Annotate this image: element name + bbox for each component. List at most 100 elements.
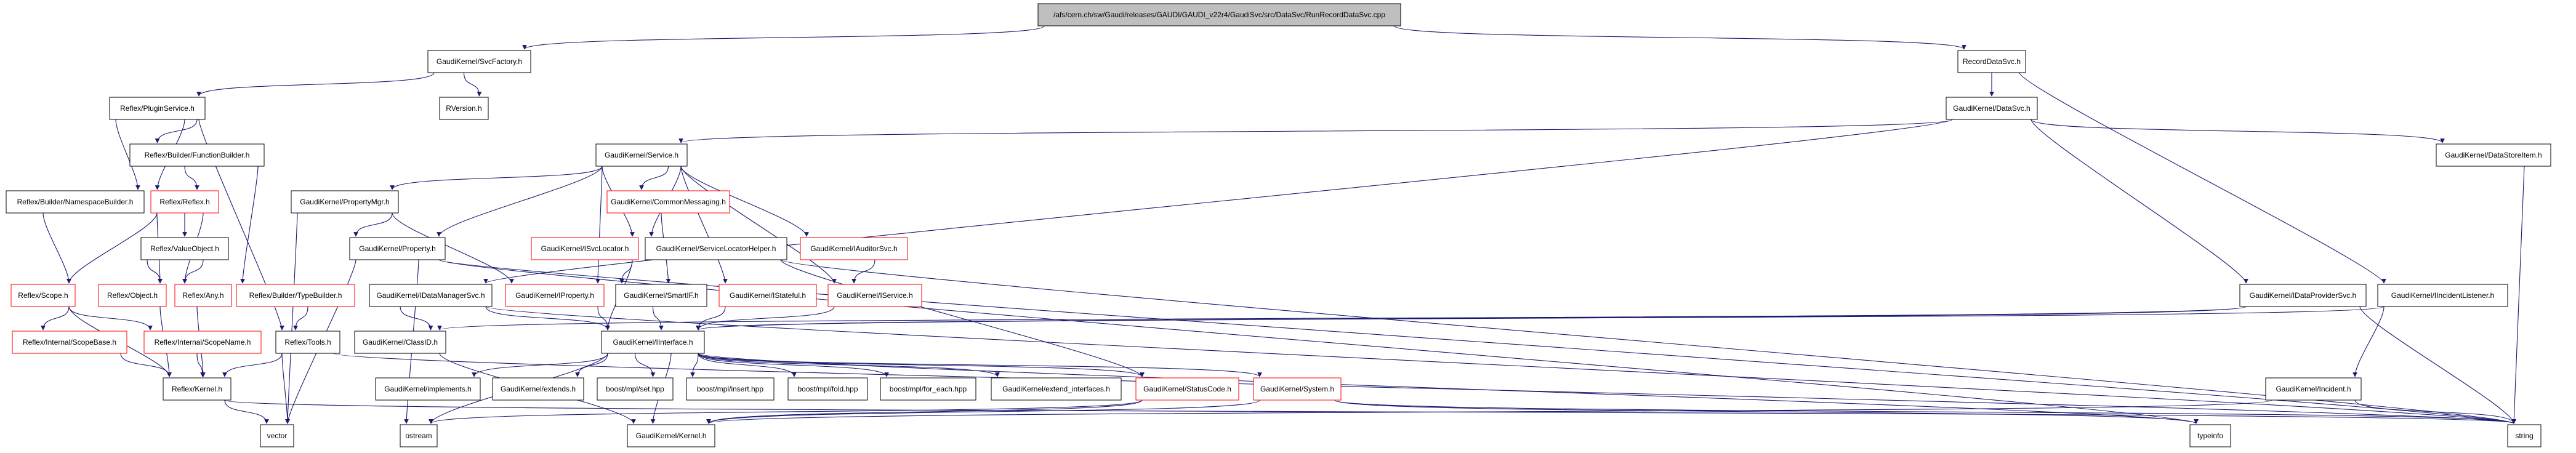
graph-node-system[interactable]: GaudiKernel/System.h xyxy=(1253,377,1342,401)
graph-node-typebuilder: Reflex/Builder/TypeBuilder.h xyxy=(236,284,355,307)
graph-node-extend_interfaces[interactable]: GaudiKernel/extend_interfaces.h xyxy=(991,377,1122,401)
graph-node-istateful[interactable]: GaudiKernel/IStateful.h xyxy=(718,284,817,307)
graph-node-classid[interactable]: GaudiKernel/ClassID.h xyxy=(354,331,446,354)
graph-node-label: Reflex/PluginService.h xyxy=(120,104,195,113)
graph-edge-namespacebuilder-scope xyxy=(42,212,71,284)
graph-node-label: string xyxy=(2515,431,2533,440)
graph-edge-iincidentlistener-iinterface xyxy=(696,306,2385,331)
graph-edge-iinterface-mpl_foreach xyxy=(698,353,889,377)
graph-node-iinterface[interactable]: GaudiKernel/IInterface.h xyxy=(601,331,705,354)
graph-edge-iincidentlistener-incident xyxy=(2353,306,2385,377)
graph-edge-typebuilder-tools xyxy=(293,306,308,331)
graph-edge-functionbuilder-reflex xyxy=(184,166,199,190)
graph-node-iproperty[interactable]: GaudiKernel/IProperty.h xyxy=(505,284,605,307)
graph-edge-scope-scopename xyxy=(68,306,153,331)
graph-node-implements[interactable]: GaudiKernel/implements.h xyxy=(375,377,481,401)
graph-edge-pluginservice-namespacebuilder xyxy=(115,119,140,190)
graph-node-label: Reflex/Any.h xyxy=(182,291,223,300)
graph-node-smartif[interactable]: GaudiKernel/SmartIF.h xyxy=(615,284,707,307)
graph-edge-iinterface-typeinfo xyxy=(698,353,2199,424)
graph-node-any: Reflex/Any.h xyxy=(174,284,232,307)
graph-node-tools: Reflex/Tools.h xyxy=(275,331,340,354)
graph-edge-valueobject-object xyxy=(147,259,163,284)
graph-edge-svcfactory-rversion xyxy=(463,72,482,97)
graph-node-recorddatasvc[interactable]: RecordDataSvc.h xyxy=(1957,50,2026,73)
graph-edge-tools-string xyxy=(333,353,2516,424)
graph-edge-service-iservice xyxy=(680,166,837,284)
graph-node-label: Reflex/ValueObject.h xyxy=(150,244,219,253)
graph-node-label: GaudiKernel/PropertyMgr.h xyxy=(300,198,389,206)
graph-node-mpl_set: boost/mpl/set.hpp xyxy=(597,377,674,401)
graph-node-iincidentlistener[interactable]: GaudiKernel/IIncidentListener.h xyxy=(2377,284,2508,307)
graph-edge-iinterface-mpl_insert xyxy=(690,353,699,377)
graph-edge-tools-reflexkernel xyxy=(222,353,283,377)
graph-node-label: GaudiKernel/ServiceLocatorHelper.h xyxy=(656,244,776,253)
graph-edge-property-typeinfo xyxy=(438,259,2199,424)
graph-node-label: GaudiKernel/IInterface.h xyxy=(613,338,693,347)
graph-edge-recorddatasvc-iincidentlistener xyxy=(2019,72,2386,284)
graph-node-label: GaudiKernel/Kernel.h xyxy=(636,431,707,440)
graph-edge-cpp-recorddatasvc xyxy=(1394,25,1966,50)
graph-node-service[interactable]: GaudiKernel/Service.h xyxy=(595,143,688,167)
graph-edge-reflexkernel-vector xyxy=(224,399,269,424)
graph-edge-statuscode-ostream xyxy=(429,399,1143,424)
graph-node-label: RecordDataSvc.h xyxy=(1963,57,2021,66)
graph-node-property[interactable]: GaudiKernel/Property.h xyxy=(349,237,446,260)
graph-node-datasvc[interactable]: GaudiKernel/DataSvc.h xyxy=(1946,97,2038,120)
graph-node-idatamanagersvc[interactable]: GaudiKernel/IDataManagerSvc.h xyxy=(369,284,493,307)
graph-node-kernelg[interactable]: GaudiKernel/Kernel.h xyxy=(627,424,715,447)
graph-node-datastoreitem[interactable]: GaudiKernel/DataStoreItem.h xyxy=(2436,143,2551,167)
graph-edge-idatamanagersvc-iinterface xyxy=(485,306,610,331)
graph-node-label: GaudiKernel/Property.h xyxy=(359,244,436,253)
graph-edge-service-iproperty xyxy=(595,166,603,284)
graph-node-valueobject: Reflex/ValueObject.h xyxy=(140,237,229,260)
graph-node-label: GaudiKernel/StatusCode.h xyxy=(1143,385,1231,393)
graph-edge-propertymgr-property xyxy=(353,212,393,237)
graph-node-label: GaudiKernel/Service.h xyxy=(605,151,678,159)
graph-node-label: vector xyxy=(267,431,288,440)
graph-edge-idatamanagersvc-classid xyxy=(400,306,433,331)
graph-node-typeinfo: typeinfo xyxy=(2189,424,2231,447)
graph-node-label: GaudiKernel/IService.h xyxy=(837,291,912,300)
graph-edge-datasvc-service xyxy=(678,119,1953,143)
graph-node-svcfactory[interactable]: GaudiKernel/SvcFactory.h xyxy=(427,50,531,73)
graph-node-label: boost/mpl/insert.hpp xyxy=(697,385,763,393)
graph-edge-service-iauditorsvc xyxy=(680,166,809,237)
graph-node-namespacebuilder: Reflex/Builder/NamespaceBuilder.h xyxy=(6,190,145,214)
graph-node-label: GaudiKernel/IIncidentListener.h xyxy=(2391,291,2494,300)
graph-node-label: typeinfo xyxy=(2197,431,2223,440)
graph-node-label: Reflex/Builder/TypeBuilder.h xyxy=(249,291,342,300)
graph-edge-idataprovidersvc-classid xyxy=(437,306,2247,331)
graph-node-label: GaudiKernel/IDataProviderSvc.h xyxy=(2250,291,2356,300)
graph-edge-smartif-iinterface xyxy=(652,306,664,331)
graph-node-label: GaudiKernel/IDataManagerSvc.h xyxy=(376,291,485,300)
graph-node-statuscode[interactable]: GaudiKernel/StatusCode.h xyxy=(1135,377,1239,401)
graph-edge-service-istateful xyxy=(680,166,728,284)
graph-edge-pluginservice-functionbuilder xyxy=(155,119,198,143)
graph-node-label: GaudiKernel/ISvcLocator.h xyxy=(541,244,629,253)
graph-edge-idatamanagersvc-string xyxy=(485,306,2516,424)
graph-edge-tools-vector xyxy=(281,353,290,424)
graph-node-servicelocatorhelper[interactable]: GaudiKernel/ServiceLocatorHelper.h xyxy=(645,237,787,260)
graph-edge-service-propertymgr xyxy=(390,166,603,190)
graph-node-iauditorsvc[interactable]: GaudiKernel/IAuditorSvc.h xyxy=(800,237,908,260)
graph-node-label: GaudiKernel/extend_interfaces.h xyxy=(1002,385,1110,393)
graph-node-extends[interactable]: GaudiKernel/extends.h xyxy=(492,377,584,401)
graph-node-iservice[interactable]: GaudiKernel/IService.h xyxy=(827,284,922,307)
graph-node-isvclocator[interactable]: GaudiKernel/ISvcLocator.h xyxy=(531,237,639,260)
graph-node-functionbuilder: Reflex/Builder/FunctionBuilder.h xyxy=(129,143,265,167)
graph-node-label: GaudiKernel/SvcFactory.h xyxy=(437,57,522,66)
graph-node-propertymgr[interactable]: GaudiKernel/PropertyMgr.h xyxy=(291,190,399,214)
graph-node-label: GaudiKernel/IProperty.h xyxy=(515,291,594,300)
graph-edge-svcfactory-pluginservice xyxy=(196,72,435,97)
graph-edge-scopebase-reflexkernel xyxy=(120,353,172,377)
graph-edge-system-string xyxy=(1334,399,2516,424)
graph-node-commonmessaging[interactable]: GaudiKernel/CommonMessaging.h xyxy=(606,190,730,214)
graph-node-incident[interactable]: GaudiKernel/Incident.h xyxy=(2265,377,2362,401)
graph-node-rversion: RVersion.h xyxy=(439,97,489,120)
graph-node-label: GaudiKernel/DataStoreItem.h xyxy=(2445,151,2542,159)
graph-edge-propertymgr-iproperty xyxy=(392,212,514,284)
graph-node-idataprovidersvc[interactable]: GaudiKernel/IDataProviderSvc.h xyxy=(2239,284,2367,307)
